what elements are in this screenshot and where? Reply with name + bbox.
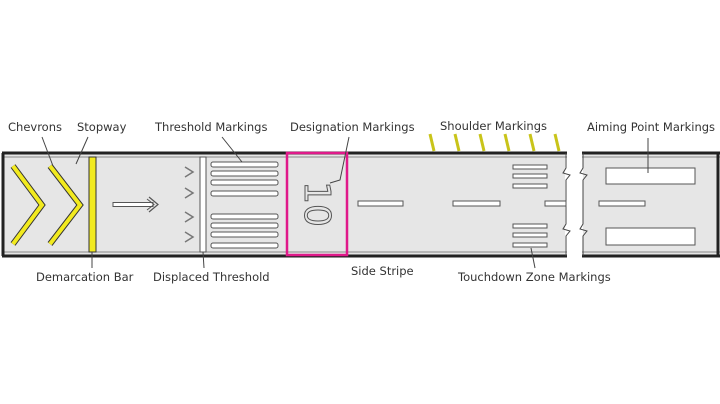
- centerline-stripes: [357, 200, 646, 207]
- aiming-point-markings: [605, 167, 696, 246]
- label-threshold-markings: Threshold Markings: [154, 120, 267, 134]
- label-shoulder-markings: Shoulder Markings: [440, 119, 547, 133]
- chevrons: [10, 164, 84, 246]
- label-chevrons: Chevrons: [8, 120, 62, 134]
- displaced-threshold-line: [199, 156, 207, 253]
- label-displaced-threshold: Displaced Threshold: [153, 270, 270, 284]
- leader-lines: [41, 136, 649, 269]
- demarcation-bar: [88, 156, 97, 253]
- shoulder-markings: [428, 133, 561, 152]
- label-side-stripe: Side Stripe: [351, 264, 414, 278]
- threshold-markings: [210, 161, 279, 249]
- designation-box: [285, 151, 349, 257]
- label-designation-markings: Designation Markings: [290, 120, 415, 134]
- label-stopway: Stopway: [77, 120, 127, 134]
- label-touchdown-zone-markings: Touchdown Zone Markings: [457, 270, 611, 284]
- label-aiming-point-markings: Aiming Point Markings: [587, 120, 715, 134]
- label-demarcation-bar: Demarcation Bar: [36, 270, 134, 284]
- touchdown-zone-markings: [512, 164, 548, 248]
- displaced-threshold-arrowheads: [184, 166, 195, 243]
- direction-arrow: [112, 196, 159, 213]
- runway-designation: 10: [296, 181, 337, 227]
